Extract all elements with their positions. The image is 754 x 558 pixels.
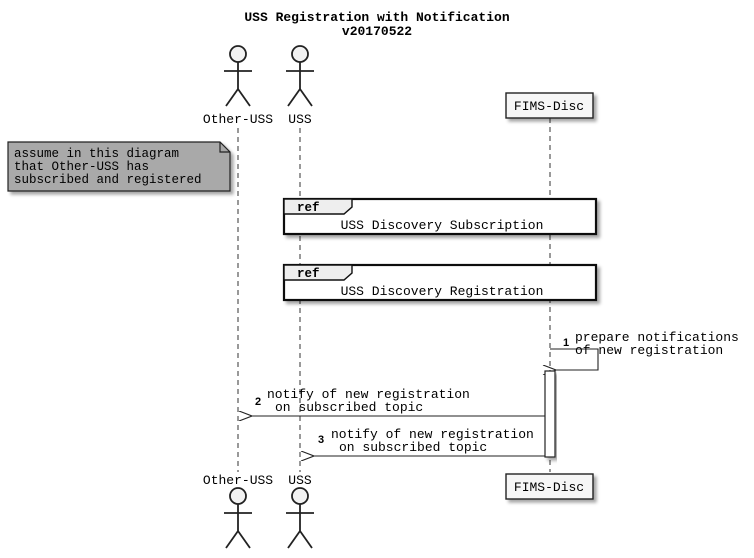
- message-1-self: 1 prepare notifications of new registrat…: [550, 330, 739, 370]
- actor-figure-other-uss-top: [224, 45, 252, 107]
- diagram-version: v20170522: [342, 24, 412, 39]
- message-2-number: 2: [255, 396, 261, 408]
- note-text-line-1: assume in this diagram: [14, 147, 179, 161]
- participant-other-uss-bottom: Other-USS: [203, 473, 273, 488]
- note-text-line-3: subscribed and registered: [14, 173, 202, 187]
- message-3-label-line-2: on subscribed topic: [339, 440, 487, 455]
- message-1-label-line-2: of new registration: [575, 343, 723, 358]
- ref-frame-subscription: ref USS Discovery Subscription: [282, 197, 598, 236]
- message-2-label-line-2: on subscribed topic: [275, 400, 423, 415]
- message-1-number: 1: [563, 337, 569, 349]
- diagram-title: USS Registration with Notification: [244, 10, 509, 25]
- message-2-label-line-1: notify of new registration: [267, 387, 470, 402]
- participant-box-fims-disc-bottom: FIMS-Disc: [505, 473, 594, 500]
- actor-figure-uss-top: [286, 45, 314, 107]
- participant-fims-disc-bottom: FIMS-Disc: [514, 480, 584, 495]
- ref-frame-registration: ref USS Discovery Registration: [282, 263, 598, 302]
- ref-tag-registration: ref: [297, 267, 320, 281]
- note-box: assume in this diagram that Other-USS ha…: [7, 141, 231, 192]
- actor-figure-other-uss-bottom: [224, 487, 252, 549]
- participant-uss-bottom: USS: [288, 473, 312, 488]
- note-text-line-2: that Other-USS has: [14, 160, 149, 174]
- message-2: 2 notify of new registration on subscrib…: [252, 387, 545, 416]
- message-3-number: 3: [318, 434, 324, 446]
- ref-label-registration: USS Discovery Registration: [341, 284, 544, 299]
- participant-fims-disc-top: FIMS-Disc: [514, 99, 584, 114]
- message-3-label-line-1: notify of new registration: [331, 427, 534, 442]
- participant-other-uss-top: Other-USS: [203, 112, 273, 127]
- message-3: 3 notify of new registration on subscrib…: [314, 427, 545, 456]
- participant-uss-top: USS: [288, 112, 312, 127]
- activation-bar-fims-disc: [544, 370, 556, 458]
- message-1-label-line-1: prepare notifications: [575, 330, 739, 345]
- actor-figure-uss-bottom: [286, 487, 314, 549]
- ref-label-subscription: USS Discovery Subscription: [341, 218, 544, 233]
- participant-box-fims-disc-top: FIMS-Disc: [505, 92, 594, 119]
- ref-tag-subscription: ref: [297, 201, 320, 215]
